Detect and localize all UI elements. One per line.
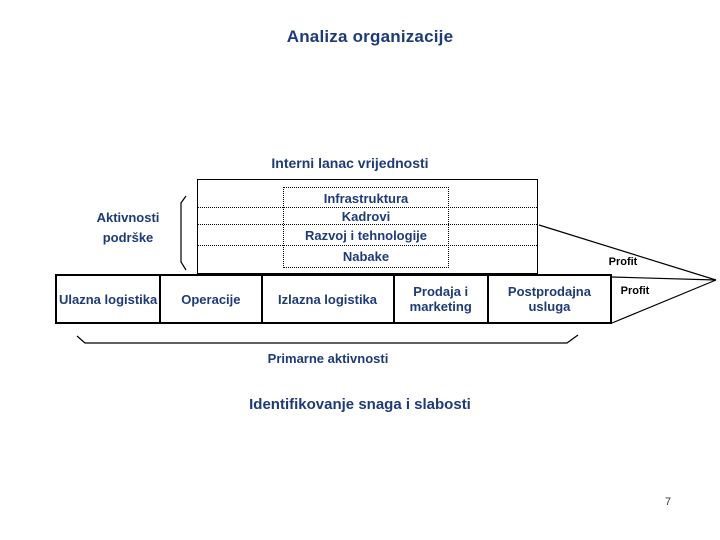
profit-label-upper: Profit <box>608 256 638 268</box>
support-activities-label-line2: podrške <box>102 230 154 245</box>
primary-activities-row: Ulazna logistika Operacije Izlazna logis… <box>55 274 612 324</box>
support-activities-outer-box <box>197 179 538 274</box>
profit-arrow-mid-line <box>611 276 717 281</box>
bottom-heading: Identifikovanje snaga i slabosti <box>249 396 471 413</box>
profit-arrow-top-line <box>538 224 717 281</box>
support-activities-label: Aktivnosti podrške <box>68 208 188 248</box>
primary-cell-operations: Operacije <box>159 276 260 322</box>
primary-cell-sales-marketing: Prodaja i marketing <box>392 276 487 322</box>
primary-activities-label: Primarne aktivnosti <box>267 351 389 366</box>
support-activities-inner-box: Infrastruktura Kadrovi Razvoj i tehnolog… <box>283 187 449 268</box>
support-row-procurement: Nabake <box>342 249 390 264</box>
support-row-hr: Kadrovi <box>341 209 391 224</box>
primary-cell-after-sales-service: Postprodajna usluga <box>486 276 610 322</box>
value-chain-heading: Interni lanac vrijednosti <box>271 155 429 171</box>
support-row-band-2 <box>198 208 537 225</box>
profit-label-lower: Profit <box>620 285 650 297</box>
support-row-band-3 <box>198 225 537 246</box>
slide-title: Analiza organizacije <box>286 27 454 46</box>
support-row-technology: Razvoj i tehnologije <box>304 228 428 243</box>
primary-cell-inbound-logistics: Ulazna logistika <box>59 291 158 307</box>
support-row-band-1 <box>198 180 537 208</box>
support-row-infrastructure: Infrastruktura <box>323 190 409 206</box>
page-number: 7 <box>664 496 672 508</box>
primary-cell-outbound-logistics: Izlazna logistika <box>260 276 393 322</box>
primary-activities-brace <box>76 334 579 344</box>
support-activities-label-line1: Aktivnosti <box>96 210 160 225</box>
